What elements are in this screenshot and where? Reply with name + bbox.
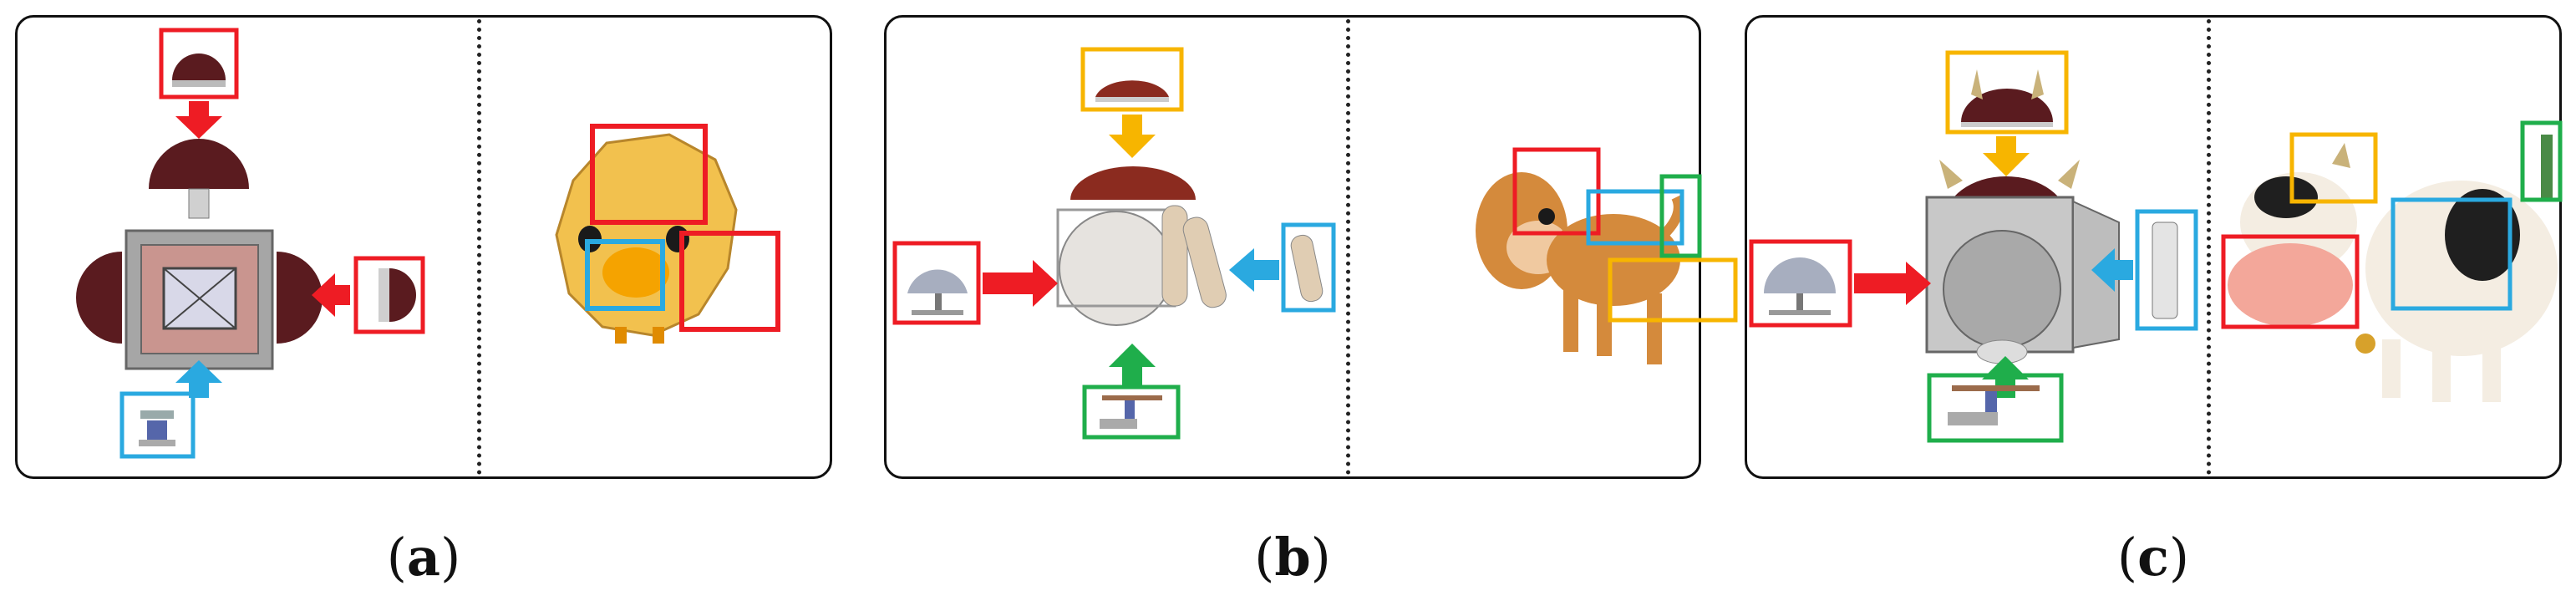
caption-c-open: ( [2116,527,2138,588]
caption-a-letter: a [406,527,441,588]
caption-c: (c) [2117,527,2189,588]
panel-b-divider [1346,19,1350,475]
panel-a-assembly [76,28,780,459]
a-arrow-bottom [175,360,222,398]
a-bottom-module-box [119,391,196,459]
a-dome-top [149,139,249,189]
b-bottom-module-box [1082,385,1181,440]
c-cow-tail-box [2520,120,2563,202]
c-cow-nose-box [2221,234,2360,329]
b-arrow-bottom [1109,344,1156,385]
b-puppy-tail-box [1659,174,1702,258]
c-bottom-module-box [1927,373,2064,443]
b-sphere [1059,211,1174,326]
panel-a-divider [477,19,481,475]
b-puppy-figure [1476,172,1684,364]
caption-a: (a) [387,527,461,588]
c-sphere [1943,230,2061,349]
b-right-module-box [1281,222,1336,313]
panel-a [15,15,832,479]
caption-a-open: ( [386,527,407,588]
a-dome-right [277,252,323,344]
c-right-module-box [2135,209,2198,331]
b-left-module-box [892,241,981,325]
b-arrow-right [1229,248,1279,292]
caption-b-close: ) [1310,527,1331,588]
b-puppy-body-box [1608,257,1738,323]
panel-b-assembly [892,47,1738,440]
a-chick-beak-box [585,239,665,311]
b-arrow-top [1109,115,1156,158]
a-top-cap-box [159,28,239,99]
a-dome-left [76,252,122,344]
c-cow-side-box [2391,197,2512,311]
b-puppy-ear-box [1586,189,1684,246]
b-cap-top [1070,166,1196,200]
a-arrow-top [175,101,222,139]
caption-b-letter: b [1274,527,1311,588]
panel-c [1745,15,2563,479]
panel-c-divider [2207,19,2211,475]
caption-b: (b) [1254,527,1331,588]
panel-c-assembly [1749,50,2563,443]
a-chick-wing-box [679,231,780,332]
panel-b [884,15,1738,479]
b-top-cap-box [1080,47,1184,112]
caption-c-close: ) [2168,527,2190,588]
c-arrow-left [1854,262,1931,305]
a-chick-head-box [590,124,708,225]
c-top-cap-box [1945,50,2069,135]
a-arrow-right [312,273,350,317]
caption-b-open: ( [1254,527,1275,588]
b-arrow-left [983,260,1058,307]
c-arrow-top [1983,136,2030,176]
c-left-module-box [1749,239,1852,328]
caption-a-close: ) [440,527,461,588]
a-right-cap-box [353,256,425,334]
caption-c-letter: c [2137,527,2169,588]
c-cow-horn-box [2289,132,2378,204]
c-arrow-right [2091,248,2133,292]
